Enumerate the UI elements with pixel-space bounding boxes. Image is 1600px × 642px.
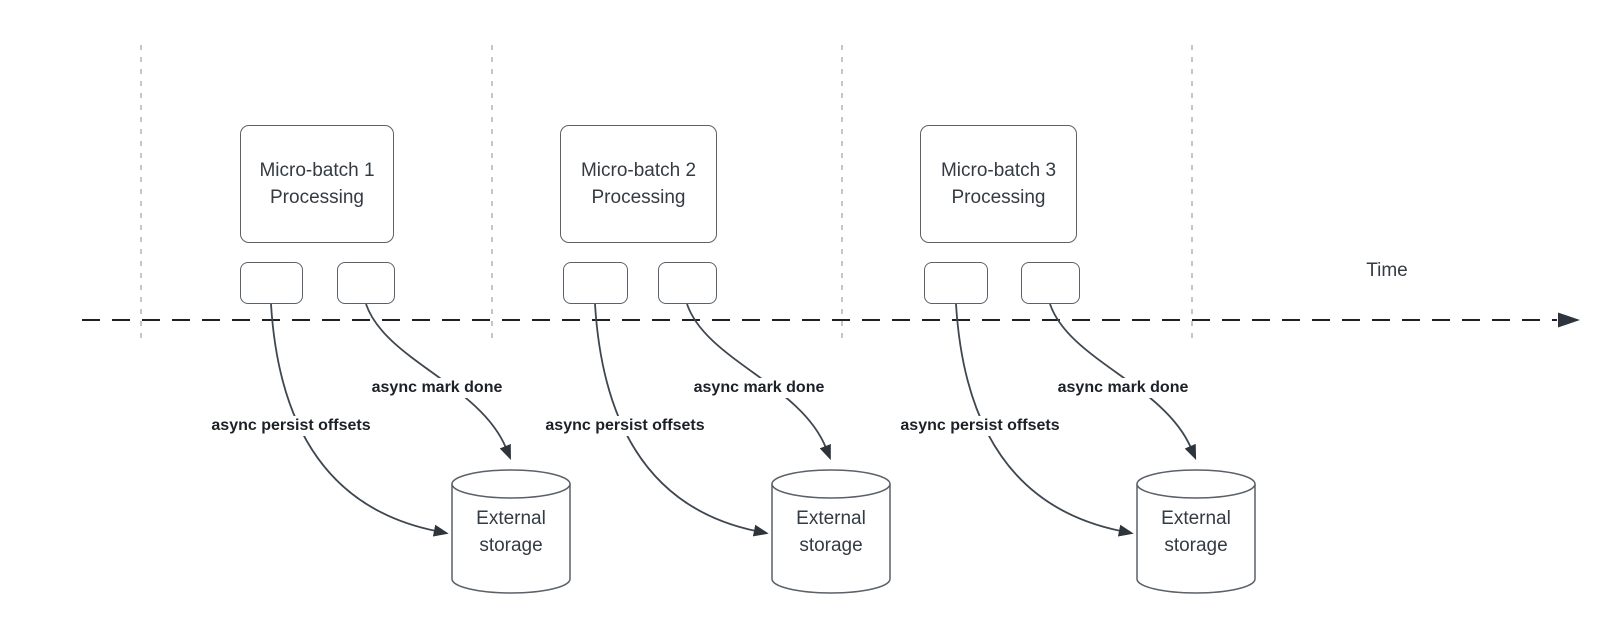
persist-offsets-label-2: async persist offsets xyxy=(542,416,708,436)
persist-offsets-label-1: async persist offsets xyxy=(208,416,374,436)
storage-cylinder-3-icon xyxy=(1136,469,1256,594)
external-storage-1-line1: External xyxy=(476,508,546,529)
async-flow-arrows xyxy=(270,303,1197,537)
external-storage-2-line1: External xyxy=(796,508,866,529)
batch-boundary-guides xyxy=(140,45,1193,340)
external-storage-3-line1: External xyxy=(1161,508,1231,529)
micro-batch-2-title-line2: Processing xyxy=(591,187,686,208)
external-storage-label-2: External storage xyxy=(771,505,891,559)
external-storage-label-3: External storage xyxy=(1136,505,1256,559)
mark-done-arrow-2 xyxy=(686,303,831,461)
batch-1-done-task-box xyxy=(337,262,395,304)
micro-batch-3-box: Micro-batch 3 Processing xyxy=(920,125,1077,243)
storage-cylinders xyxy=(451,469,1256,594)
time-axis-arrowhead-icon xyxy=(1558,312,1580,328)
mark-done-label-2: async mark done xyxy=(690,378,828,398)
micro-batch-1-title-line1: Micro-batch 1 xyxy=(259,160,375,181)
persist-offsets-arrow-2 xyxy=(594,303,769,537)
mark-done-arrow-1 xyxy=(365,303,511,461)
micro-batch-3-title-line2: Processing xyxy=(951,187,1046,208)
batch-2-offset-task-box xyxy=(563,262,628,304)
external-storage-1-line2: storage xyxy=(479,535,543,556)
batch-3-done-task-box xyxy=(1021,262,1080,304)
micro-batch-3-title-line1: Micro-batch 3 xyxy=(940,160,1057,181)
batch-2-done-task-box xyxy=(658,262,717,304)
micro-batch-2-box: Micro-batch 2 Processing xyxy=(560,125,717,243)
mark-done-arrow-3 xyxy=(1049,303,1197,460)
mark-done-label-3: async mark done xyxy=(1054,378,1192,398)
persist-offsets-arrow-1 xyxy=(270,303,449,537)
external-storage-label-1: External storage xyxy=(451,505,571,559)
time-axis-label: Time xyxy=(1366,260,1408,281)
external-storage-3-line2: storage xyxy=(1164,535,1228,556)
persist-offsets-label-3: async persist offsets xyxy=(897,416,1063,436)
batch-1-offset-task-box xyxy=(240,262,303,304)
external-storage-2-line2: storage xyxy=(799,535,863,556)
storage-cylinder-2-icon xyxy=(771,469,891,594)
micro-batch-2-title-line1: Micro-batch 2 xyxy=(580,160,697,181)
time-axis xyxy=(82,312,1580,328)
mark-done-label-1: async mark done xyxy=(368,378,506,398)
micro-batch-1-title-line2: Processing xyxy=(270,187,364,208)
persist-offsets-arrow-3 xyxy=(955,303,1134,537)
storage-cylinder-1-icon xyxy=(451,469,571,594)
batch-3-offset-task-box xyxy=(924,262,988,304)
micro-batch-1-box: Micro-batch 1 Processing xyxy=(240,125,394,243)
